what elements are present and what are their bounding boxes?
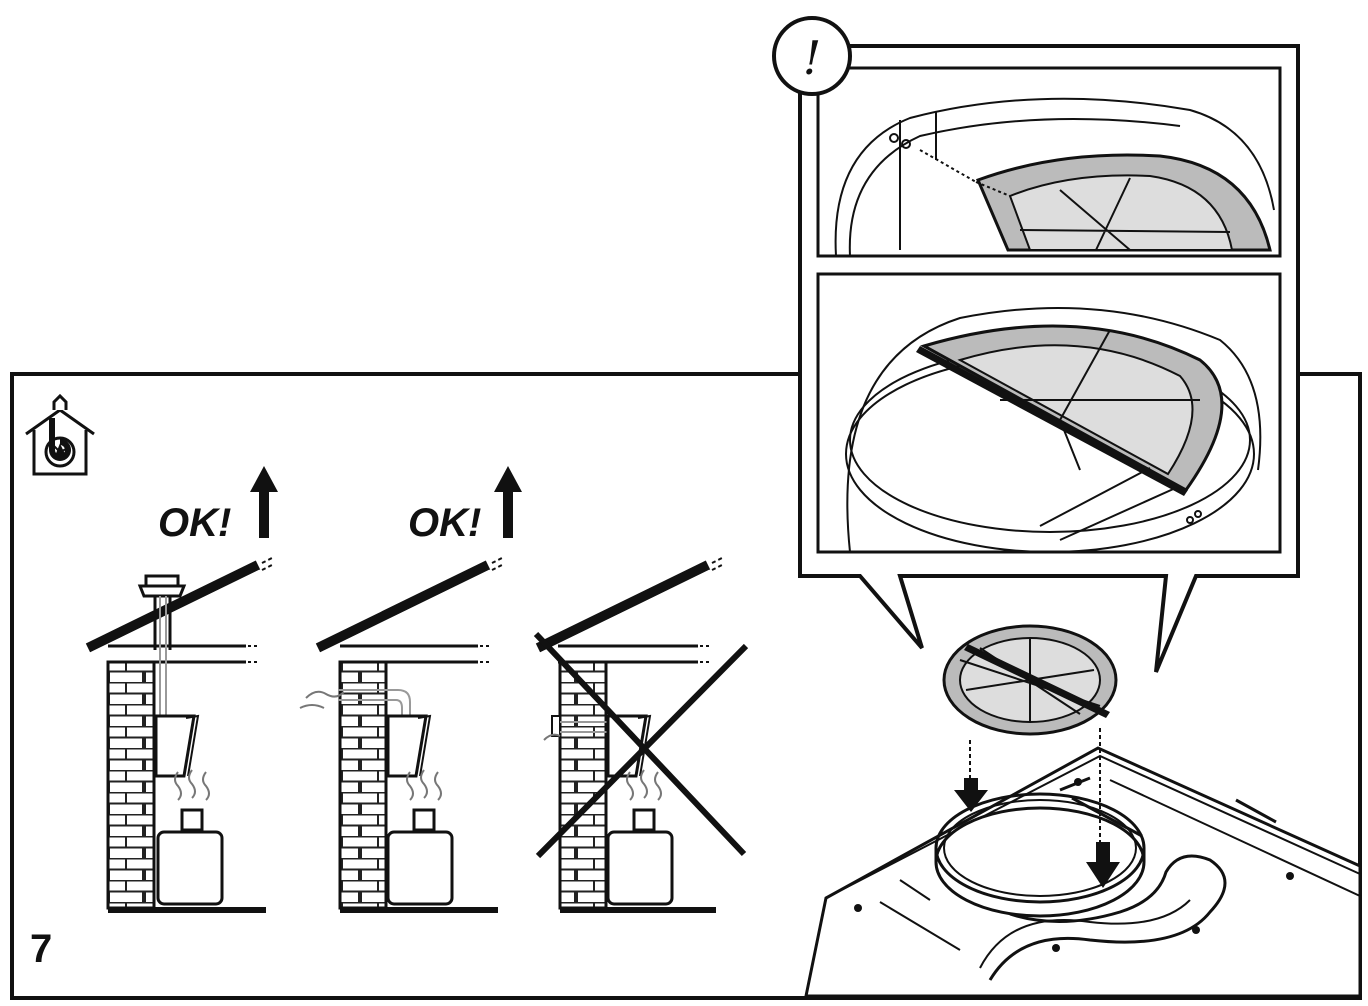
panel-not-allowed xyxy=(533,557,749,913)
panel-ok-roof-flue: OK! xyxy=(85,466,278,913)
ok-label: OK! xyxy=(158,501,231,545)
ok-label: OK! xyxy=(408,501,481,545)
detail-top xyxy=(816,66,1282,258)
check-valve-detail: ! xyxy=(772,16,1300,673)
panel-ok-wall-vent: OK! xyxy=(299,466,522,913)
step-number: 7 xyxy=(30,927,52,971)
arrow-down-icon xyxy=(1086,842,1120,888)
hood-body xyxy=(804,728,1362,998)
warning-callout-icon: ! xyxy=(772,16,852,96)
arrow-up-icon xyxy=(250,466,278,538)
check-valve-flap xyxy=(942,624,1118,736)
house-fan-duct-icon xyxy=(25,393,95,476)
warning-symbol: ! xyxy=(803,31,822,85)
cross-mark-icon xyxy=(533,631,749,859)
arrow-down-icon xyxy=(954,778,988,812)
main-frame xyxy=(10,372,1362,1000)
arrow-up-icon xyxy=(494,466,522,538)
detail-bottom xyxy=(816,272,1282,554)
